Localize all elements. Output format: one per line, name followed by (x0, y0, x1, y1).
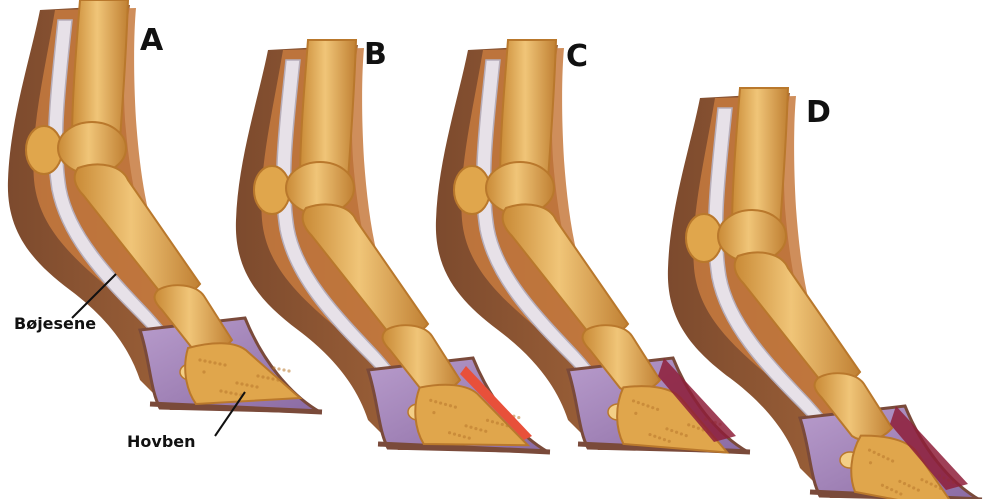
bone-pore-a-25 (223, 363, 226, 366)
bone-pore-a-22 (202, 370, 205, 373)
bone-pore-b-17 (517, 416, 520, 419)
tendon-label: Bøjesene (14, 316, 96, 332)
panel-letter-b: B (364, 40, 387, 70)
bone-pore-a-17 (287, 369, 290, 372)
bone-pore-a-20 (218, 362, 221, 365)
bone-pore-a-9 (261, 375, 264, 378)
bone-pore-a-1 (235, 381, 238, 384)
bone-pore-a-18 (234, 392, 237, 395)
bone-pore-a-3 (219, 389, 222, 392)
sesamoid-bone-c (454, 166, 490, 214)
bone-pore-a-24 (276, 378, 279, 381)
bone-pore-a-19 (271, 377, 274, 380)
bone-pore-a-16 (250, 384, 253, 387)
bone-pore-a-12 (282, 368, 285, 371)
bone-pore-a-4 (256, 374, 259, 377)
bone-pore-a-13 (229, 391, 232, 394)
bone-pore-a-15 (213, 361, 216, 364)
bone-pore-a-21 (255, 385, 258, 388)
bone-pore-a-14 (266, 376, 269, 379)
bone-pore-a-6 (240, 382, 243, 385)
bone-pore-a-11 (245, 383, 248, 386)
sesamoid-bone-a (26, 126, 62, 174)
coffin-bone-label: Hovben (127, 434, 196, 450)
bone-pore-a-7 (277, 367, 280, 370)
bone-pore-a-2 (272, 366, 275, 369)
bone-pore-a-10 (208, 360, 211, 363)
sesamoid-bone-d (686, 214, 722, 262)
panel-letter-c: C (566, 42, 588, 72)
bone-pore-a-5 (203, 359, 206, 362)
bone-pore-a-0 (198, 358, 201, 361)
panel-letter-d: D (806, 98, 831, 128)
panel-letter-a: A (140, 26, 163, 56)
sesamoid-bone-b (254, 166, 290, 214)
bone-pore-a-8 (224, 390, 227, 393)
